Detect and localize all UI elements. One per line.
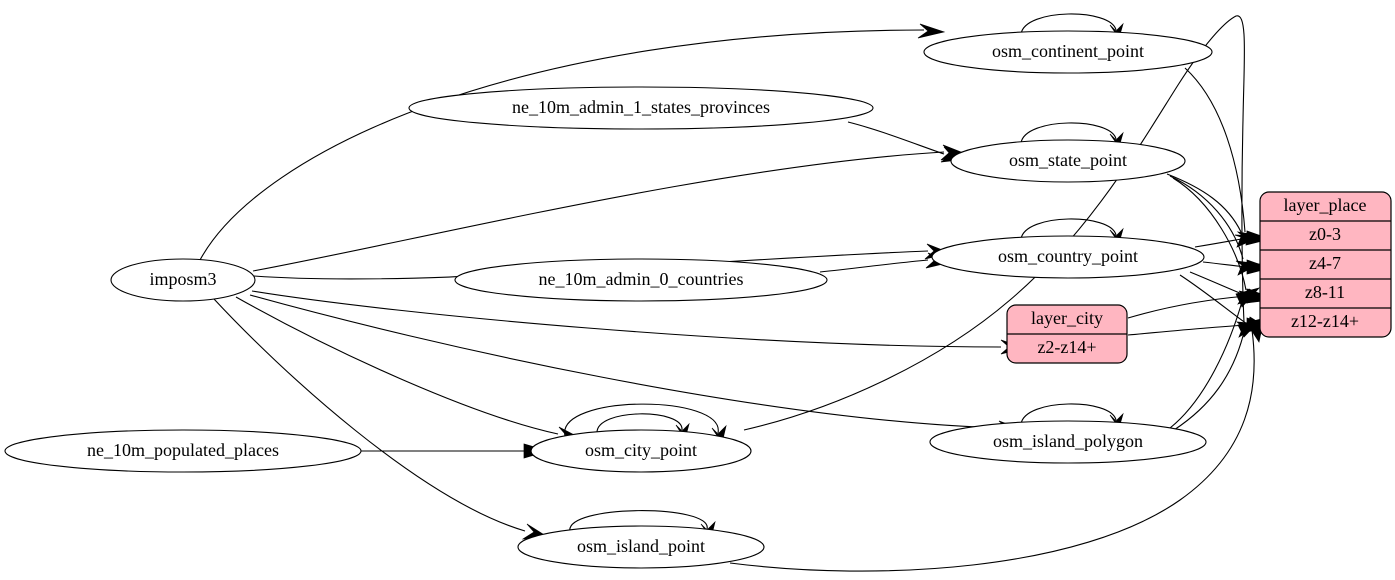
node-ne_10m_admin_0_countries[interactable]: ne_10m_admin_0_countries (454, 258, 828, 302)
edge-imposm3-to-osm_state_point (252, 144, 968, 272)
edge-osm_island_polygon-to-layer_place-z8-11 (1169, 287, 1261, 429)
node-osm_country_point[interactable]: osm_country_point (931, 235, 1205, 279)
node-label-osm-state-point: osm_state_point (1009, 150, 1127, 170)
node-label-ne-states: ne_10m_admin_1_states_provinces (512, 97, 770, 117)
node-osm_continent_point[interactable]: osm_continent_point (923, 30, 1213, 74)
node-label-ne-countries: ne_10m_admin_0_countries (539, 269, 744, 289)
record-row-layer_city-z2-z14[interactable]: z2-z14+ (1037, 337, 1096, 357)
edge-osm_island_point-to-layer_place-z12-z14 (729, 317, 1265, 572)
node-label-osm-island-point: osm_island_point (577, 536, 705, 556)
record-row-layer_place-z4-7[interactable]: z4-7 (1309, 253, 1341, 273)
node-label-osm-country-point: osm_country_point (998, 246, 1138, 266)
edge-osm_island_polygon-to-layer_place-z12-z14 (1173, 318, 1263, 431)
edge-imposm3-to-osm_island_polygon (249, 294, 1025, 437)
edge-ne_countries-to-osm_country_point (819, 252, 953, 273)
node-osm_state_point[interactable]: osm_state_point (950, 139, 1186, 183)
edge-imposm3-to-osm_city_point (235, 296, 584, 443)
record-node-layer_place[interactable]: layer_place z0-3 z4-7 z8-11 z12-z14+ (1259, 191, 1392, 338)
edge-osm_state_point-to-layer_place-z0-3 (1166, 173, 1260, 248)
node-osm_island_polygon[interactable]: osm_island_polygon (929, 420, 1207, 464)
edge-imposm3-to-osm_continent_point (199, 23, 946, 261)
nodes-layer: imposm3 ne_10m_admin_1_states_provinces … (4, 30, 1392, 569)
node-label-imposm3: imposm3 (149, 269, 216, 289)
record-row-layer_place-z8-11[interactable]: z8-11 (1305, 282, 1345, 302)
node-osm_city_point[interactable]: osm_city_point (530, 429, 752, 473)
node-osm_island_point[interactable]: osm_island_point (517, 525, 765, 569)
node-label-osm-city-point: osm_city_point (585, 440, 697, 460)
edge-osm_city_point-to-layer_place-z12-z14 (743, 15, 1262, 431)
record-row-layer_place-z12-z14[interactable]: z12-z14+ (1291, 311, 1359, 331)
edge-osm_country_point-to-layer_place-z0-3 (1194, 230, 1272, 248)
edge-osm_country_point-to-layer_place-z4-7 (1202, 259, 1272, 275)
record-header-layer_city: layer_city (1031, 308, 1103, 328)
record-header-layer_place: layer_place (1284, 195, 1367, 215)
record-row-layer_place-z0-3[interactable]: z0-3 (1309, 224, 1341, 244)
node-ne_10m_admin_1_states_provinces[interactable]: ne_10m_admin_1_states_provinces (408, 86, 874, 130)
node-ne_10m_populated_places[interactable]: ne_10m_populated_places (4, 429, 362, 473)
node-imposm3[interactable]: imposm3 (110, 258, 256, 302)
node-label-ne-places: ne_10m_populated_places (87, 440, 279, 460)
edge-ne_states-to-osm_state_point (847, 121, 969, 163)
node-label-osm-continent-point: osm_continent_point (992, 41, 1144, 61)
node-label-osm-island-polygon: osm_island_polygon (993, 431, 1143, 451)
record-node-layer_city[interactable]: layer_city z2-z14+ (1006, 304, 1128, 364)
edge-imposm3-to-osm_island_point (213, 298, 551, 540)
